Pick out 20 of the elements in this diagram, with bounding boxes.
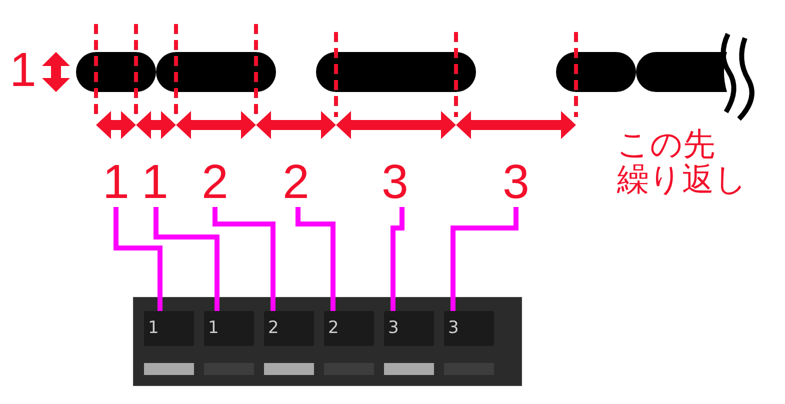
input-field: 3 bbox=[384, 311, 434, 346]
input-field: 3 bbox=[444, 311, 494, 346]
leader-line bbox=[114, 207, 162, 311]
callout-number: 2 bbox=[197, 159, 233, 207]
dimension-label: 1 bbox=[8, 47, 38, 95]
input-field: 1 bbox=[204, 311, 254, 346]
callout-number: 1 bbox=[137, 159, 173, 207]
callout-number: 3 bbox=[377, 159, 413, 207]
leader-line bbox=[450, 207, 518, 311]
callout-number: 1 bbox=[98, 159, 134, 207]
leader-line bbox=[296, 207, 336, 311]
leader-line bbox=[154, 207, 220, 311]
input-field: 1 bbox=[144, 311, 194, 346]
callout-number: 3 bbox=[498, 159, 534, 207]
callout-number: 2 bbox=[278, 159, 314, 207]
input-field: 2 bbox=[264, 311, 314, 346]
note-text: この先繰り返し bbox=[617, 127, 748, 197]
leader-line bbox=[390, 207, 404, 311]
input-field: 2 bbox=[324, 311, 374, 346]
leader-line bbox=[212, 207, 276, 311]
